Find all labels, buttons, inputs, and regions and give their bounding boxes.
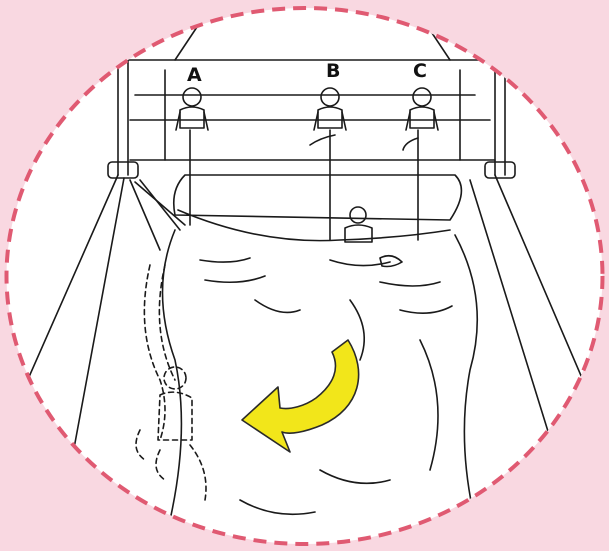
diagram-frame: [7, 8, 603, 544]
label-b: B: [326, 60, 340, 82]
label-c: C: [413, 60, 427, 82]
label-a: A: [187, 64, 202, 86]
